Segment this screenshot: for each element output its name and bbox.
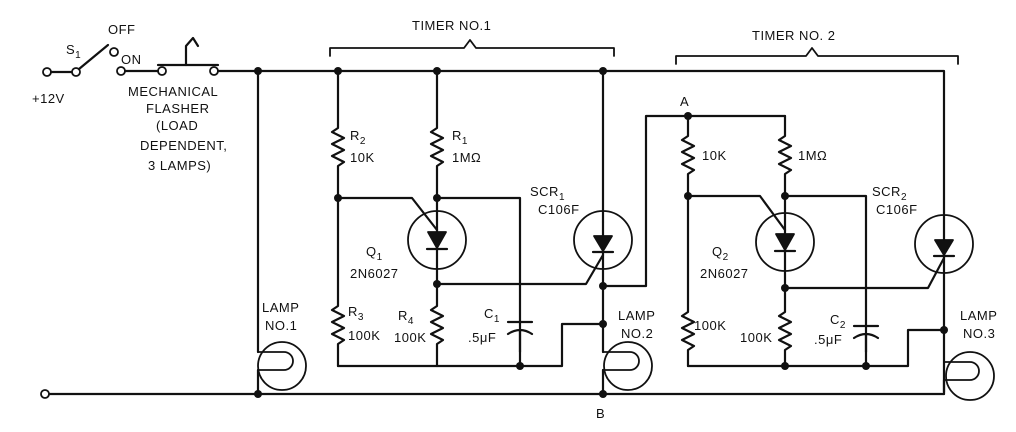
- timer-1-bottom-rail: [336, 322, 605, 368]
- resistor-r1: [429, 69, 445, 200]
- flasher-label: MECHANICAL FLASHER (LOAD DEPENDENT, 3 LA…: [128, 84, 231, 173]
- switch-on-label: ON: [121, 52, 142, 67]
- scr2-ref-label: SCR2: [872, 184, 907, 203]
- switch-s1: [71, 43, 126, 77]
- junction: [516, 362, 524, 370]
- c1-value-label: .5μF: [468, 330, 496, 345]
- r2-value-label: 10K: [350, 150, 375, 165]
- resistor-r3: [330, 196, 346, 368]
- lamp-3-label: LAMP NO.3: [960, 308, 1001, 341]
- lamp-3: [943, 351, 995, 401]
- node-b-label: B: [596, 406, 605, 421]
- q2-part-label: 2N6027: [700, 266, 749, 281]
- junction: [862, 362, 870, 370]
- q1-ref-label: Q1: [366, 244, 383, 263]
- timer-2-title: TIMER NO. 2: [752, 28, 836, 43]
- mechanical-flasher: [156, 36, 220, 76]
- junction: [940, 326, 948, 334]
- c2-ref-label: C2: [830, 312, 846, 331]
- transistor-q1: [407, 196, 467, 286]
- timer2-100k-right-label: 100K: [740, 330, 772, 345]
- c2-value-label: .5μF: [814, 332, 842, 347]
- ground-terminal: [40, 389, 50, 399]
- timer-2-brace: [675, 47, 959, 65]
- resistor-1m-timer2: [777, 114, 793, 198]
- r3-value-label: 100K: [348, 328, 380, 343]
- supply-voltage-label: +12V: [32, 91, 65, 106]
- r4-ref-label: R4: [398, 308, 414, 327]
- top-bus: [256, 69, 946, 394]
- resistor-r4: [429, 282, 445, 368]
- r4-value-label: 100K: [394, 330, 426, 345]
- resistor-100k-right-timer2: [777, 286, 793, 368]
- supply-terminal: [42, 67, 52, 77]
- wire-to-node-a: [601, 114, 690, 288]
- node-a-label: A: [680, 94, 689, 109]
- timer-1-brace: [329, 39, 615, 57]
- timer2-1m-label: 1MΩ: [798, 148, 827, 163]
- junction: [254, 390, 262, 398]
- wire-to-c1: [435, 196, 522, 354]
- timer2-10k-label: 10K: [702, 148, 727, 163]
- junction: [781, 362, 789, 370]
- c1-ref-label: C1: [484, 306, 500, 325]
- r2-ref-label: R2: [350, 128, 366, 147]
- r1-ref-label: R1: [452, 128, 468, 147]
- q1-gate-wire: [336, 196, 439, 232]
- timer-2-bottom-rail: [686, 328, 946, 368]
- r3-ref-label: R3: [348, 304, 364, 323]
- scr1-ref-label: SCR1: [530, 184, 565, 203]
- resistor-r2: [330, 69, 346, 200]
- timer2-100k-left-label: 100K: [694, 318, 726, 333]
- capacitor-c2: [852, 324, 880, 368]
- switch-ref-label: S1: [66, 42, 81, 61]
- scr-2: [914, 214, 974, 274]
- wire-to-c2: [783, 194, 868, 354]
- scr1-gate-wire: [435, 253, 605, 286]
- capacitor-c1: [506, 320, 534, 368]
- q2-gate-wire: [686, 194, 787, 232]
- q2-ref-label: Q2: [712, 244, 729, 263]
- scr1-part-label: C106F: [538, 202, 580, 217]
- scr2-part-label: C106F: [876, 202, 918, 217]
- switch-off-label: OFF: [108, 22, 136, 37]
- lamp-1-label: LAMP NO.1: [262, 300, 303, 333]
- lamp-1: [257, 341, 307, 391]
- transistor-q2: [755, 194, 815, 290]
- junction: [599, 390, 607, 398]
- resistor-10k-timer2: [680, 114, 696, 198]
- q1-part-label: 2N6027: [350, 266, 399, 281]
- resistor-100k-left-timer2: [680, 194, 696, 368]
- lamp-2-label: LAMP NO.2: [618, 308, 659, 341]
- scr-1: [573, 210, 633, 288]
- timer-1-title: TIMER NO.1: [412, 18, 491, 33]
- r1-value-label: 1MΩ: [452, 150, 481, 165]
- scr2-gate-wire: [783, 256, 946, 290]
- lamp-2: [602, 341, 653, 391]
